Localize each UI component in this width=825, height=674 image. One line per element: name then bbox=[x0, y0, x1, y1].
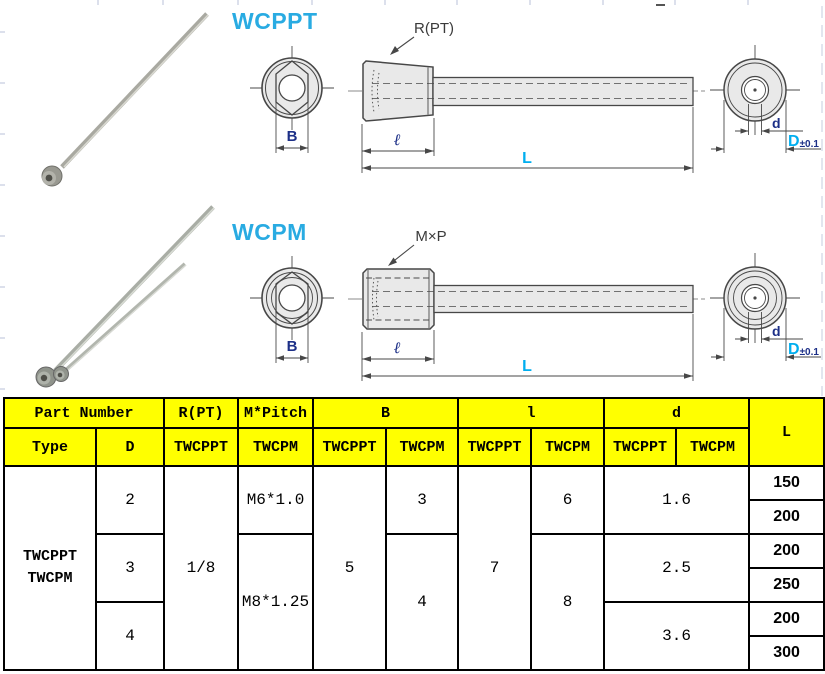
wcpm-end-view: d D±0.1 bbox=[710, 253, 821, 361]
cell-b-twcpm-3: 3 bbox=[384, 465, 460, 535]
wcppt-l-label: ℓ bbox=[394, 130, 401, 149]
header-length: L bbox=[748, 397, 825, 467]
cell-l-twcppt: 7 bbox=[457, 465, 533, 671]
cell-diameter-3: 3 bbox=[95, 533, 165, 603]
subheader-rpt-twcppt: TWCPPT bbox=[163, 427, 239, 467]
cell-length-150: 150 bbox=[748, 465, 825, 501]
cell-diameter-2: 2 bbox=[95, 465, 165, 535]
wcppt-length-label: L bbox=[522, 150, 532, 167]
cell-l-twcpm-6: 6 bbox=[530, 465, 606, 535]
wcpm-d-label: d bbox=[772, 323, 781, 339]
wcpm-D-tol-label: D±0.1 bbox=[788, 341, 819, 358]
subheader-d-twcppt: TWCPPT bbox=[603, 427, 678, 467]
cell-length-200c: 200 bbox=[748, 601, 825, 637]
cell-diameter-4: 4 bbox=[95, 601, 165, 671]
wcppt-d-label: d bbox=[772, 115, 781, 131]
cell-length-250: 250 bbox=[748, 567, 825, 603]
subheader-b-twcppt: TWCPPT bbox=[312, 427, 387, 467]
wcppt-D-tol-label: D±0.1 bbox=[788, 133, 819, 150]
wcpm-front-view: B bbox=[250, 256, 334, 363]
wcpm-b-label: B bbox=[287, 338, 298, 355]
wcpm-thread-label: M×P bbox=[415, 228, 446, 245]
cell-b-twcppt: 5 bbox=[312, 465, 387, 671]
technical-drawings: B R(PT) ℓ L bbox=[0, 0, 823, 396]
cell-length-300: 300 bbox=[748, 635, 825, 671]
wcpm-photo bbox=[35, 205, 215, 388]
cell-rpt: 1/8 bbox=[163, 465, 239, 671]
cell-l-twcpm-8: 8 bbox=[530, 533, 606, 671]
subheader-l-twcppt: TWCPPT bbox=[457, 427, 533, 467]
cell-d-16: 1.6 bbox=[603, 465, 751, 535]
wcppt-title: WCPPT bbox=[232, 8, 318, 34]
cell-length-200b: 200 bbox=[748, 533, 825, 569]
subheader-b-twcpm: TWCPM bbox=[384, 427, 460, 467]
spec-table: Part Number R(PT) M*Pitch B l d L Type D… bbox=[3, 397, 825, 671]
subheader-mpitch-twcpm: TWCPM bbox=[237, 427, 314, 467]
wcppt-b-label: B bbox=[287, 128, 298, 145]
header-m-pitch: M*Pitch bbox=[237, 397, 314, 429]
gridline-ticks bbox=[0, 0, 823, 396]
cell-b-twcpm-4: 4 bbox=[384, 533, 460, 671]
wcpm-side-view: M×P ℓ L bbox=[348, 228, 706, 381]
header-rpt: R(PT) bbox=[163, 397, 239, 429]
cell-mpitch-m8: M8*1.25 bbox=[237, 533, 314, 671]
header-d: d bbox=[603, 397, 751, 429]
subheader-d-twcpm: TWCPM bbox=[675, 427, 751, 467]
wcppt-front-view: B bbox=[250, 46, 334, 153]
wcppt-thread-label: R(PT) bbox=[414, 20, 454, 37]
header-part-number: Part Number bbox=[3, 397, 165, 429]
header-type: Type bbox=[3, 427, 97, 467]
wcpm-title: WCPM bbox=[232, 219, 307, 245]
cell-type: TWCPPT TWCPM bbox=[3, 465, 97, 671]
subheader-l-twcpm: TWCPM bbox=[530, 427, 606, 467]
wcpm-length-label: L bbox=[522, 358, 532, 375]
wcpm-l-label: ℓ bbox=[394, 338, 401, 357]
header-diameter: D bbox=[95, 427, 165, 467]
wcppt-end-view: d D±0.1 bbox=[710, 45, 821, 153]
header-b: B bbox=[311, 397, 460, 429]
cell-mpitch-m6: M6*1.0 bbox=[237, 465, 314, 535]
cell-length-200a: 200 bbox=[748, 499, 825, 535]
wcppt-side-view: R(PT) ℓ L bbox=[348, 20, 706, 173]
cell-d-25: 2.5 bbox=[603, 533, 751, 603]
cell-d-36: 3.6 bbox=[603, 601, 751, 671]
wcppt-photo bbox=[41, 12, 209, 187]
header-l: l bbox=[457, 397, 606, 429]
